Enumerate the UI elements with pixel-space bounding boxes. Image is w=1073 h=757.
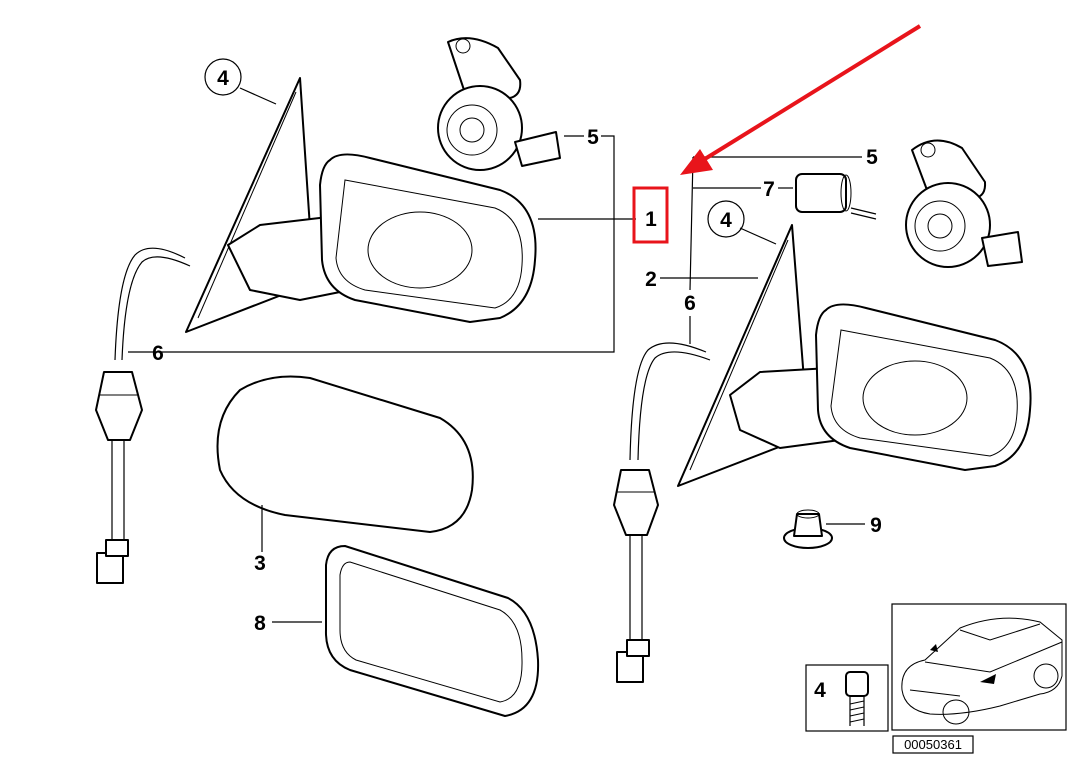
callout-item-8: 8	[254, 612, 266, 635]
right-motor-part	[905, 139, 1023, 268]
small-motor-part	[795, 173, 877, 220]
callout-right-7: 7	[763, 178, 775, 201]
highlight-box	[632, 186, 669, 244]
callout-right-4: 4	[720, 209, 732, 232]
callout-left-4: 4	[217, 67, 229, 90]
callout-right-6: 6	[684, 292, 696, 315]
mirror-glass-part	[216, 375, 474, 533]
callout-inset-4: 4	[814, 679, 826, 702]
leader-lines	[128, 87, 865, 623]
callout-left-5: 5	[587, 126, 599, 149]
callout-item-3: 3	[254, 552, 266, 575]
right-mirror-assembly	[613, 224, 1032, 683]
callout-item-9: 9	[870, 514, 882, 537]
callout-left-6: 6	[152, 342, 164, 365]
glass-frame-part	[324, 545, 540, 717]
car-illustration	[901, 617, 1063, 725]
callout-item-1: 1	[645, 208, 657, 231]
callout-right-2: 2	[645, 268, 657, 291]
clip-part	[783, 509, 833, 549]
callout-right-5: 5	[866, 146, 878, 169]
left-motor-part	[437, 37, 561, 171]
highlight-arrow	[680, 24, 922, 175]
callout-labels: 4 5 6 1 3 8 5 7 4 2 6 9	[152, 58, 882, 635]
diagram-code: 00050361	[904, 737, 962, 752]
inset-panel: 4 00050361	[805, 603, 1067, 754]
left-mirror-assembly	[95, 77, 537, 584]
